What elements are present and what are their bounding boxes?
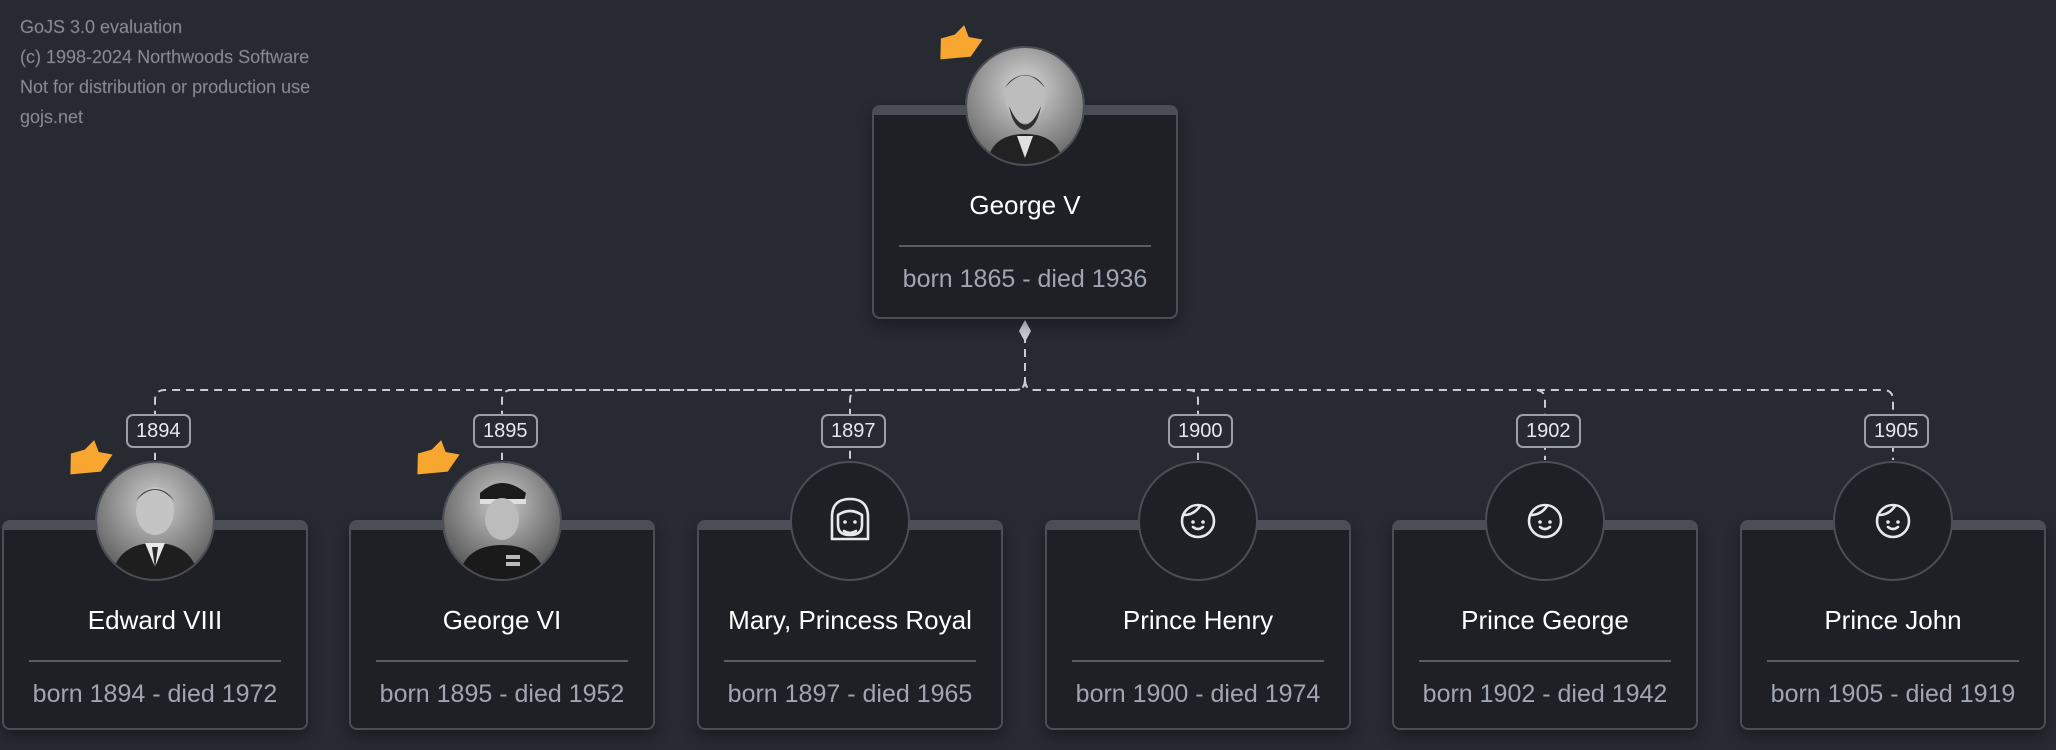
person-dates: born 1894 - died 1972 xyxy=(32,680,278,708)
evaluation-watermark: GoJS 3.0 evaluation (c) 1998-2024 Northw… xyxy=(20,12,311,132)
link-to-john xyxy=(1024,379,1894,460)
card-divider xyxy=(1072,660,1324,662)
birth-year-badge: 1905 xyxy=(1864,414,1929,448)
placeholder-avatar xyxy=(1485,461,1605,581)
placeholder-avatar xyxy=(790,461,910,581)
person-name: Prince Henry xyxy=(1122,605,1274,635)
card-divider xyxy=(376,660,628,662)
root-portrait-avatar xyxy=(965,46,1085,166)
card-divider xyxy=(1419,660,1671,662)
person-dates: born 1900 - died 1974 xyxy=(1075,680,1321,708)
link-to-mary xyxy=(849,379,1026,460)
male-face-icon xyxy=(1180,503,1216,539)
link-diamond-marker xyxy=(1019,320,1031,342)
female-face-icon xyxy=(830,497,870,541)
link-to-prince-george xyxy=(1024,379,1546,460)
person-name: Edward VIII xyxy=(87,605,223,635)
birth-year-badge: 1902 xyxy=(1516,414,1581,448)
male-face-icon xyxy=(1875,503,1911,539)
birth-year-badge: 1895 xyxy=(473,414,538,448)
watermark-line-2: (c) 1998-2024 Northwoods Software xyxy=(20,47,310,67)
watermark-line-3: Not for distribution or production use xyxy=(20,77,311,97)
birth-year-badge: 1894 xyxy=(126,414,191,448)
card-divider xyxy=(1767,660,2019,662)
portrait-avatar xyxy=(442,461,562,581)
crown-icon xyxy=(940,25,983,60)
person-name: George VI xyxy=(442,605,562,635)
person-name: George V xyxy=(969,190,1081,220)
person-dates: born 1905 - died 1919 xyxy=(1770,680,2016,708)
person-name: Prince John xyxy=(1824,605,1962,635)
placeholder-avatar xyxy=(1138,461,1258,581)
link-to-george-vi xyxy=(501,379,1026,460)
person-dates: born 1897 - died 1965 xyxy=(727,680,973,708)
portrait-photo xyxy=(97,463,213,579)
card-divider xyxy=(29,660,281,662)
crown-icon xyxy=(70,440,113,475)
portrait-avatar xyxy=(95,461,215,581)
portrait-photo xyxy=(967,48,1083,164)
person-dates: born 1895 - died 1952 xyxy=(379,680,625,708)
person-name: Prince George xyxy=(1461,605,1629,635)
person-name: Mary, Princess Royal xyxy=(728,605,972,635)
crown-icon xyxy=(417,440,460,475)
person-dates: born 1902 - died 1942 xyxy=(1422,680,1668,708)
male-face-icon xyxy=(1527,503,1563,539)
portrait-photo xyxy=(444,463,560,579)
watermark-line-4: gojs.net xyxy=(20,107,84,127)
link-to-edward-viii xyxy=(154,335,1026,460)
watermark-line-1: GoJS 3.0 evaluation xyxy=(20,17,183,37)
person-dates: born 1865 - died 1936 xyxy=(902,265,1148,293)
placeholder-avatar xyxy=(1833,461,1953,581)
card-divider xyxy=(724,660,976,662)
birth-year-badge: 1900 xyxy=(1168,414,1233,448)
card-divider xyxy=(899,245,1151,247)
birth-year-badge: 1897 xyxy=(821,414,886,448)
